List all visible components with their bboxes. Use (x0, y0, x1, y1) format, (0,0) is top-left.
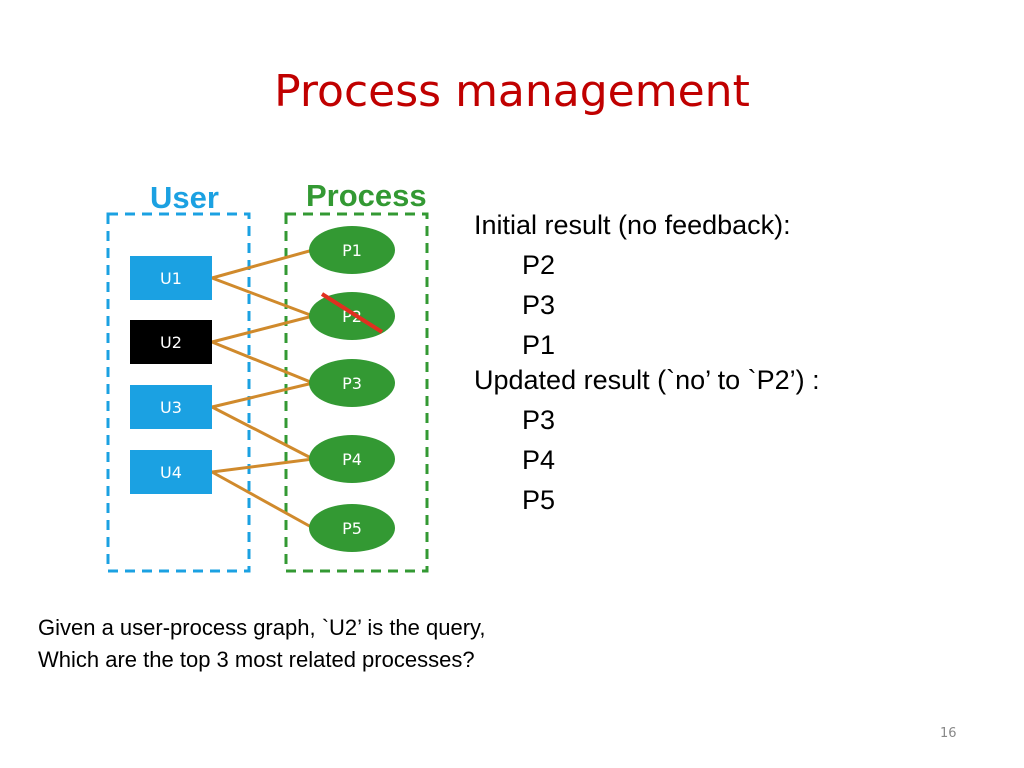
user-group-border (106, 212, 251, 573)
slide-title: Process management (274, 66, 750, 117)
page-number: 16 (940, 726, 957, 741)
updated-result-item: P4 (522, 445, 556, 475)
edge-u3-p4 (211, 405, 314, 461)
user-node-u4: U4 (130, 450, 212, 494)
process-node-p5: P5 (309, 504, 395, 552)
process-ellipse (309, 504, 395, 552)
process-node-p2: P2 (309, 292, 395, 340)
updated-result-heading: Updated result (`no’ to `P2’) : (474, 365, 820, 395)
process-label: P3 (342, 374, 362, 393)
user-label: U4 (160, 463, 182, 482)
user-column-label: User (150, 180, 219, 215)
process-column-label: Process (306, 178, 427, 213)
user-label: U3 (160, 398, 182, 417)
process-node-p4: P4 (309, 435, 395, 483)
updated-result: Updated result (`no’ to `P2’) : P3 P4 P5 (474, 360, 820, 520)
initial-result-item: P2 (522, 250, 556, 280)
edge-u1-p1 (211, 248, 314, 280)
question-text: Given a user-process graph, `U2’ is the … (38, 612, 486, 676)
edges-layer (211, 248, 314, 530)
cross-layer (320, 292, 384, 334)
edge-u2-p3 (211, 340, 314, 385)
user-label: U1 (160, 269, 182, 288)
edge-u3-p3 (211, 381, 314, 409)
user-label: U2 (160, 333, 182, 352)
question-line-2: Which are the top 3 most related process… (38, 647, 475, 672)
process-label: P5 (342, 519, 362, 538)
question-line-1: Given a user-process graph, `U2’ is the … (38, 615, 486, 640)
user-box (130, 256, 212, 300)
user-box (130, 320, 212, 364)
updated-result-item: P5 (522, 485, 556, 515)
process-node-p3: P3 (309, 359, 395, 407)
initial-result-item: P1 (522, 330, 556, 360)
process-label: P4 (342, 450, 362, 469)
initial-result: Initial result (no feedback): P2 P3 P1 (474, 205, 791, 365)
user-box (130, 385, 212, 429)
process-ellipse (309, 359, 395, 407)
process-ellipse (309, 226, 395, 274)
edge-u4-p5 (211, 470, 314, 530)
user-node-u2: U2 (130, 320, 212, 364)
initial-result-heading: Initial result (no feedback): (474, 210, 791, 240)
edge-u1-p2 (211, 276, 314, 318)
initial-result-item: P3 (522, 290, 556, 320)
user-box (130, 450, 212, 494)
process-ellipse (309, 435, 395, 483)
user-node-u1: U1 (130, 256, 212, 300)
process-node-p1: P1 (309, 226, 395, 274)
process-label: P1 (342, 241, 362, 260)
edge-u2-p2 (211, 314, 314, 344)
cross-out-mark (320, 292, 384, 334)
edge-u4-p4 (211, 457, 314, 474)
user-node-u3: U3 (130, 385, 212, 429)
updated-result-item: P3 (522, 405, 556, 435)
process-group-border (284, 212, 429, 573)
